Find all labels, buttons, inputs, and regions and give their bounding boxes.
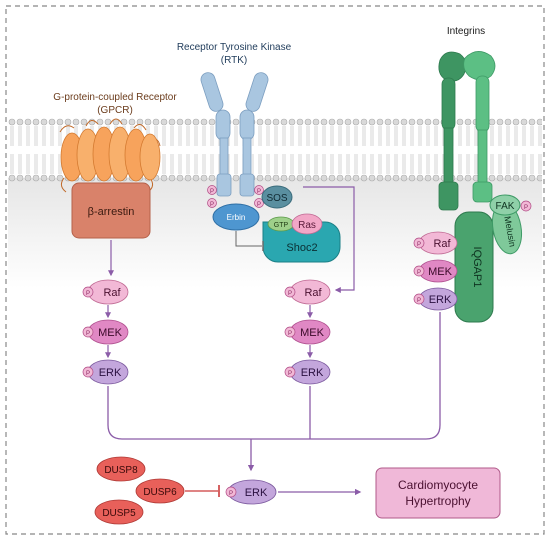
gpcr-receptor — [59, 118, 161, 193]
outcome-line2: Hypertrophy — [405, 494, 470, 508]
cell-border — [5, 5, 545, 535]
svg-text:ERK: ERK — [429, 294, 452, 306]
svg-text:P: P — [288, 291, 292, 297]
dusp6-label: DUSP6 — [143, 487, 177, 498]
svg-text:P: P — [86, 331, 90, 337]
shoc2-label: Shoc2 — [286, 242, 317, 254]
gtp-label: GTP — [274, 222, 289, 229]
svg-text:P: P — [229, 491, 233, 497]
dusp8-node — [96, 456, 146, 482]
dusp6-node — [135, 478, 185, 504]
gpcr-abbrev: (GPCR) — [97, 105, 133, 116]
svg-text:P: P — [288, 371, 292, 377]
svg-text:P: P — [417, 242, 421, 248]
rtk-receptor — [200, 72, 269, 197]
svg-text:P: P — [257, 202, 261, 208]
gpcr-cascade: Raf P MEK P ERK P — [82, 240, 129, 385]
erbin-node — [212, 203, 260, 231]
integrins-label: Integrins — [447, 26, 485, 37]
beta-arrestin-label: β-arrestin — [88, 206, 135, 218]
svg-text:P: P — [210, 189, 214, 195]
rtk-cascade: Raf P MEK P ERK P — [284, 279, 331, 385]
sos-node — [261, 185, 293, 209]
gpcr-label: G-protein-coupled Receptor — [53, 92, 177, 103]
outcome-line1: Cardiomyocyte — [398, 478, 478, 492]
dusp5-label: DUSP5 — [102, 508, 136, 519]
erbin-shoc2-inhibition — [235, 231, 262, 247]
svg-text:ERK: ERK — [301, 367, 324, 379]
cardiomyocyte-hypertrophy-box — [375, 467, 501, 519]
svg-text:Raf: Raf — [304, 287, 322, 299]
erbin-label: Erbin — [227, 213, 246, 222]
svg-text:MEK: MEK — [300, 327, 325, 339]
integrin-cascade: Raf P MEK P ERK P — [413, 231, 458, 311]
ras-node — [291, 213, 323, 235]
svg-text:Raf: Raf — [433, 238, 451, 250]
svg-text:P: P — [417, 298, 421, 304]
iqgap1-label: IQGAP1 — [471, 247, 483, 288]
fak-node — [489, 194, 521, 216]
svg-text:MEK: MEK — [98, 327, 123, 339]
svg-text:P: P — [210, 202, 214, 208]
svg-text:ERK: ERK — [99, 367, 122, 379]
rtk-abbrev: (RTK) — [221, 55, 247, 66]
svg-text:Raf: Raf — [103, 287, 121, 299]
svg-text:P: P — [257, 189, 261, 195]
svg-text:P: P — [86, 291, 90, 297]
dusp5-node — [94, 499, 144, 525]
integrin-receptor — [438, 51, 496, 211]
dusp8-label: DUSP8 — [104, 465, 138, 476]
svg-text:MEK: MEK — [428, 266, 453, 278]
rtk-label: Receptor Tyrosine Kinase — [177, 42, 292, 53]
ras-to-raf-arrow — [303, 186, 355, 293]
sos-label: SOS — [266, 193, 287, 204]
fak-phospho — [520, 200, 532, 212]
convergence-line — [107, 312, 441, 440]
ras-label: Ras — [298, 220, 316, 231]
svg-text:P: P — [86, 371, 90, 377]
shoc2-node — [262, 221, 341, 263]
svg-text:P: P — [524, 205, 528, 211]
svg-text:P: P — [417, 270, 421, 276]
central-erk-phospho — [225, 486, 237, 498]
svg-text:P: P — [288, 331, 292, 337]
rtk-phospho-sites: P P P P — [207, 185, 264, 208]
fak-label: FAK — [496, 201, 515, 212]
beta-arrestin-box — [71, 182, 151, 239]
central-erk-label: ERK — [245, 487, 268, 499]
